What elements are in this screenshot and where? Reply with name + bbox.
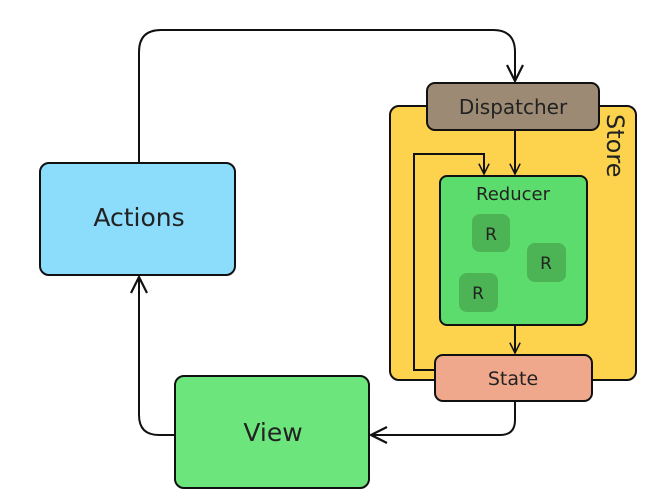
- dispatcher-node: [426, 82, 600, 131]
- state-node: [434, 354, 593, 402]
- reducer-label: Reducer: [476, 184, 551, 205]
- reducer-item: [527, 243, 566, 282]
- edge-actions-to-dispatcher: [138, 29, 515, 163]
- reducer-item: [472, 214, 510, 252]
- reducer-item-label: R: [540, 254, 552, 274]
- actions-label: Actions: [93, 203, 184, 232]
- view-label: View: [243, 418, 302, 447]
- reducer-item: [459, 273, 498, 312]
- actions-node: [39, 162, 236, 276]
- dispatcher-label: Dispatcher: [459, 95, 568, 119]
- reducer-item-label: R: [485, 225, 497, 245]
- edge-view-to-actions: [139, 277, 175, 436]
- view-node: [174, 375, 370, 489]
- state-label: State: [488, 368, 538, 390]
- store-label: Store: [601, 114, 629, 177]
- reducer-item-label: R: [472, 284, 484, 304]
- edge-state-to-reducer-feedback: [413, 153, 484, 371]
- edge-state-to-view: [371, 401, 516, 435]
